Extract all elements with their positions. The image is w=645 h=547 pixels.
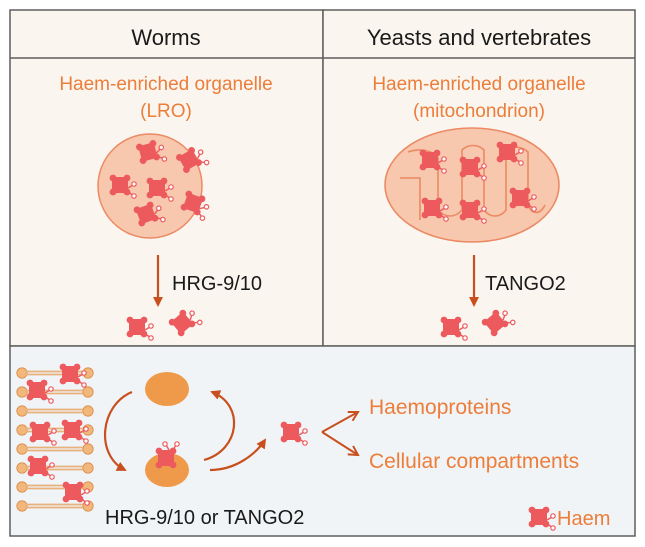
release-arrow	[209, 438, 267, 472]
vesicle-icon	[145, 453, 189, 487]
panel-mechanism: HRG-9/10 or TANGO2 Haemoproteins Cellula…	[9, 345, 636, 537]
legend-label-haem: Haem	[557, 508, 610, 530]
panel-header-worms: Worms	[131, 25, 200, 50]
branch-arrow-up	[321, 412, 358, 433]
organelle-label: Haem-enriched organelle	[59, 74, 272, 95]
lro-organelle	[97, 133, 213, 239]
transporter-label-yeasts: TANGO2	[485, 273, 566, 295]
panel-worms: Worms Haem-enriched organelle (LRO) HRG-…	[9, 9, 324, 347]
target-haemoproteins: Haemoproteins	[369, 396, 511, 419]
organelle-label: Haem-enriched organelle	[372, 74, 585, 95]
organelle-label-sub: (mitochondrion)	[413, 101, 545, 122]
transporter-cycle	[103, 372, 236, 487]
mitochondrion	[384, 127, 560, 243]
legend: Haem	[527, 505, 610, 531]
cycle-arrow	[103, 390, 133, 471]
transporter-label-worms: HRG-9/10	[172, 273, 262, 295]
panel-header-yeasts: Yeasts and vertebrates	[367, 25, 591, 50]
branch-arrow-down	[321, 431, 358, 455]
target-cellular-compartments: Cellular compartments	[369, 450, 579, 473]
vesicle-icon	[145, 372, 189, 406]
transporter-label-combined: HRG-9/10 or TANGO2	[105, 507, 304, 529]
panel-yeasts-vertebrates: Yeasts and vertebrates Haem-enriched org…	[322, 9, 636, 347]
organelle-label-sub: (LRO)	[140, 101, 192, 122]
cycle-arrow	[203, 390, 236, 462]
